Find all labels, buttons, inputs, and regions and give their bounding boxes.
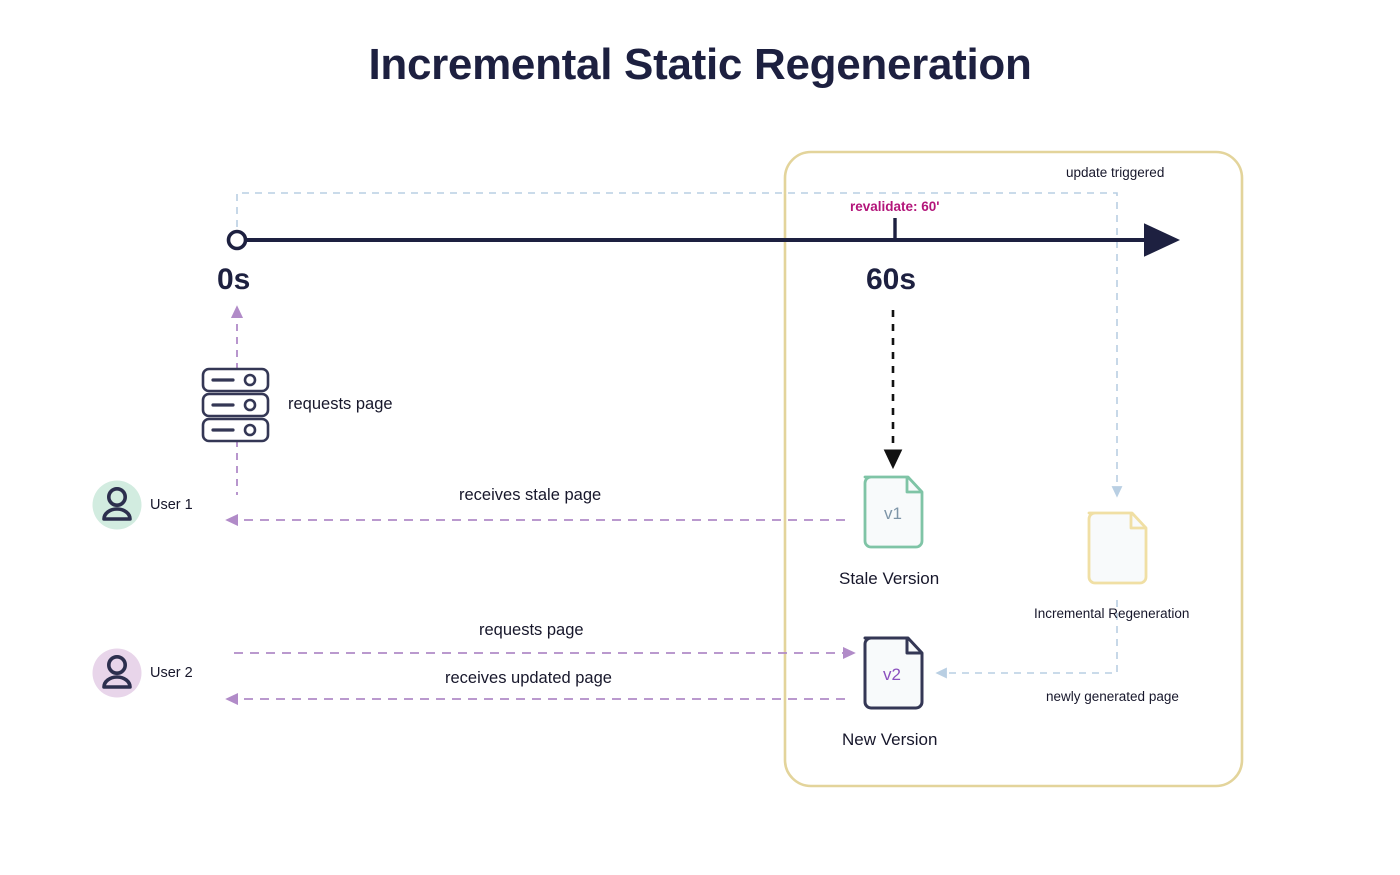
- page-title: Incremental Static Regeneration: [368, 40, 1032, 89]
- user1-receives-label: receives stale page: [459, 486, 602, 504]
- revalidate-label: revalidate: 60': [850, 199, 940, 214]
- newly-generated-dashed-path: [935, 600, 1118, 679]
- user2-receives-label: receives updated page: [445, 669, 612, 687]
- update-triggered-label: update triggered: [1066, 165, 1165, 180]
- timeline-start-dot: [226, 229, 248, 251]
- user1-avatar-icon: [92, 480, 142, 530]
- timeline-revalidate-time-label: 60s: [866, 263, 917, 296]
- user2-requests-label: requests page: [479, 621, 584, 639]
- timeline-start-label: 0s: [217, 263, 251, 296]
- update-trigger-dashed-path: [236, 192, 1123, 498]
- new-version-text: v2: [883, 665, 901, 684]
- stale-version-text: v1: [884, 504, 902, 523]
- new-version-doc-icon: [863, 636, 924, 710]
- server-requests-page-label: requests page: [288, 395, 393, 413]
- user2-avatar-icon: [92, 648, 142, 698]
- server-rack-icon: [201, 367, 270, 443]
- regeneration-caption: Incremental Regeneration: [1034, 606, 1190, 621]
- stale-version-caption: Stale Version: [839, 569, 940, 588]
- newly-generated-label: newly generated page: [1046, 689, 1179, 704]
- regeneration-doc-icon: [1087, 511, 1148, 585]
- user2-name-label: User 2: [150, 665, 193, 681]
- new-version-caption: New Version: [842, 730, 938, 749]
- isr-zone-container: [783, 150, 1244, 788]
- stale-version-doc-icon: [863, 475, 924, 549]
- user1-name-label: User 1: [150, 497, 193, 513]
